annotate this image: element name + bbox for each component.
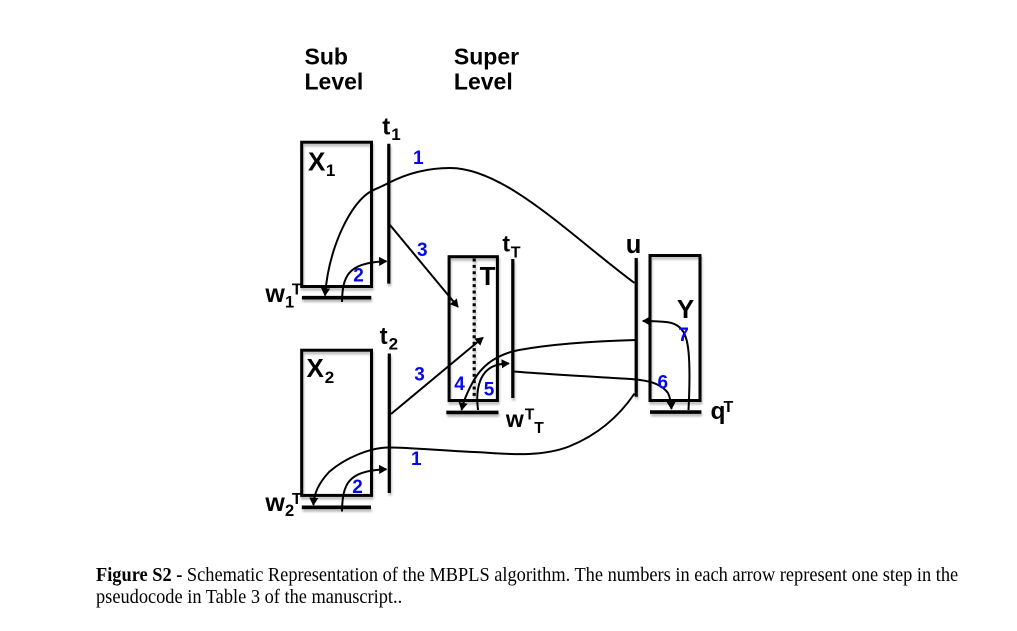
svg-text:4: 4: [454, 374, 465, 395]
svg-text:2: 2: [389, 334, 398, 353]
svg-text:w: w: [505, 406, 524, 432]
svg-text:3: 3: [417, 240, 428, 261]
svg-text:3: 3: [414, 364, 425, 385]
svg-text:1: 1: [285, 293, 294, 311]
svg-text:6: 6: [658, 373, 669, 394]
svg-text:T: T: [292, 491, 302, 508]
svg-text:Sub: Sub: [305, 44, 348, 70]
svg-text:7: 7: [678, 325, 689, 346]
svg-text:w: w: [264, 280, 285, 308]
svg-text:2: 2: [285, 502, 294, 520]
svg-text:w: w: [264, 489, 285, 517]
svg-text:T: T: [292, 282, 302, 299]
svg-text:q: q: [711, 398, 726, 425]
svg-text:1: 1: [326, 161, 335, 180]
svg-text:Y: Y: [677, 294, 694, 324]
svg-text:2: 2: [352, 477, 363, 498]
svg-text:T: T: [724, 399, 734, 416]
svg-text:Super: Super: [454, 44, 519, 70]
svg-text:t: t: [380, 323, 388, 350]
svg-text:T: T: [480, 261, 496, 291]
svg-text:T: T: [511, 245, 521, 262]
svg-text:t: t: [382, 114, 390, 141]
svg-text:Level: Level: [305, 69, 364, 95]
svg-text:Level: Level: [454, 69, 513, 95]
svg-text:T: T: [525, 407, 535, 424]
svg-text:5: 5: [484, 380, 495, 401]
svg-text:t: t: [502, 231, 510, 257]
svg-text:1: 1: [413, 148, 424, 169]
svg-text:X: X: [308, 147, 326, 177]
svg-text:1: 1: [411, 449, 422, 470]
svg-text:T: T: [534, 420, 544, 437]
svg-text:2: 2: [353, 266, 364, 287]
svg-text:u: u: [626, 231, 642, 259]
svg-text:1: 1: [391, 125, 400, 144]
svg-text:X: X: [307, 353, 325, 383]
svg-text:2: 2: [325, 368, 334, 387]
